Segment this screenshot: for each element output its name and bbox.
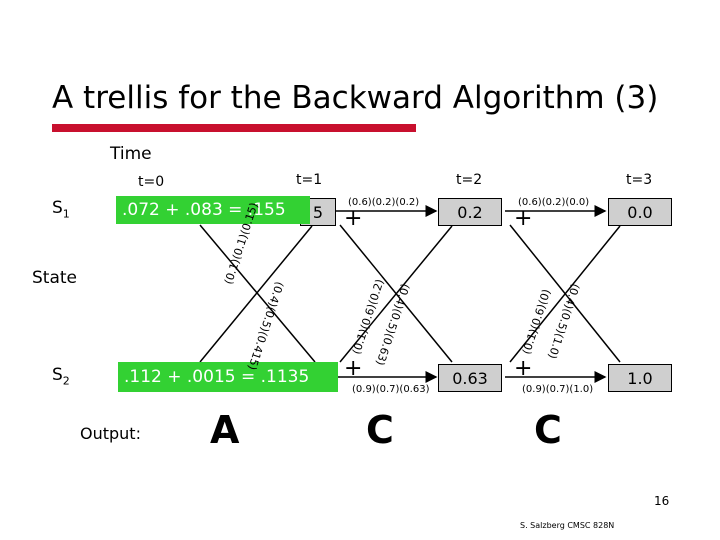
state-axis-label: State [32,268,77,288]
time-label: Time [110,144,152,164]
time-t2: t=2 [456,172,483,188]
product-top-t1t2: (0.6)(0.2)(0.2) [348,197,420,208]
product-bot-t1t2: (0.9)(0.7)(0.63) [352,384,430,395]
green-sum-s1: .072 + .083 = .155 [116,196,310,224]
product-top-t2t3: (0.6)(0.2)(0.0) [518,197,590,208]
node-s1-t3: 0.0 [608,198,672,226]
node-s2-t3-value: 1.0 [627,368,653,388]
output-label: Output: [80,424,141,443]
green-sum-s2: .112 + .0015 = .1135 [118,362,338,392]
edge-diag2-up [339,225,453,363]
state-s2-label: S2 [52,365,70,388]
state-s1-label: S1 [52,198,70,221]
plus-bot-t1t2: + [344,356,363,381]
title-underline [52,124,416,132]
node-s2-t2: 0.63 [438,364,502,392]
node-s1-t3-value: 0.0 [627,202,653,222]
time-t1: t=1 [296,172,323,188]
node-s2-t2-value: 0.63 [452,368,488,388]
page-number: 16 [654,494,670,508]
node-s1-t1-value: 5 [312,202,324,222]
product-bot-t2t3: (0.9)(0.7)(1.0) [522,384,594,395]
plus-bot-t2t3: + [514,356,533,381]
time-t3: t=3 [626,172,653,188]
node-s2-t3: 1.0 [608,364,672,392]
output-t3: C [534,408,562,452]
node-s1-t2-value: 0.2 [457,202,483,222]
plus-top-t2t3: + [514,206,533,231]
plus-top-t1t2: + [344,206,363,231]
node-s1-t2: 0.2 [438,198,502,226]
page-title: A trellis for the Backward Algorithm (3) [52,80,659,116]
edge-diag3-up [509,225,621,363]
edge-diag1-down [199,224,316,363]
footer-credit: S. Salzberg CMSC 828N [520,521,615,530]
time-t0: t=0 [138,174,165,190]
edge-diag1-up [199,225,313,363]
output-t1: A [210,408,240,452]
output-t2: C [366,408,394,452]
